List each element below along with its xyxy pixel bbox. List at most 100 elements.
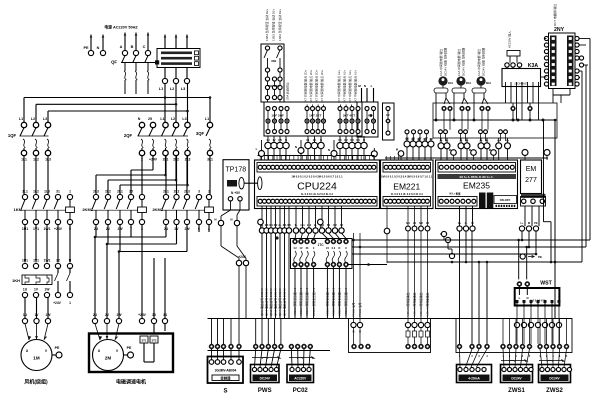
svg-text:1L1: 1L1 <box>22 190 28 194</box>
svg-text:1U1: 1U1 <box>22 259 28 263</box>
svg-text:33: 33 <box>152 313 156 317</box>
svg-text:L1: L1 <box>160 117 164 121</box>
svg-text:L: L <box>256 147 258 151</box>
svg-text:K4: K4 <box>356 139 360 142</box>
svg-text:RA A+ A- RB B+ B- RC C+ C-: RA A+ A- RB B+ B- RC C+ C- <box>460 176 494 179</box>
svg-text:277: 277 <box>525 177 537 184</box>
svg-text:1KH: 1KH <box>12 278 20 283</box>
svg-text:1V1: 1V1 <box>33 259 39 263</box>
svg-text:1QF 2QF: 1QF 2QF <box>271 114 284 118</box>
svg-text:1KT 2KT: 1KT 2KT <box>309 114 321 118</box>
svg-text:1U: 1U <box>23 287 28 291</box>
svg-text:K3: K3 <box>350 139 354 142</box>
svg-text:+24V: +24V <box>238 255 246 259</box>
svg-text:B: B <box>131 45 134 49</box>
svg-text:WST: WST <box>540 281 552 287</box>
svg-text:M: M <box>449 148 451 152</box>
svg-text:4-20mA: 4-20mA <box>468 377 480 381</box>
svg-text:N: N <box>295 145 297 149</box>
svg-text:RT: RT <box>368 114 372 118</box>
svg-text:Q0.0 输出信号 DC24V: Q0.0 输出信号 DC24V <box>260 288 264 316</box>
svg-text:EM235: EM235 <box>463 181 490 191</box>
svg-text:M L+ 配置: M L+ 配置 <box>450 192 462 196</box>
svg-text:N +5V: N +5V <box>231 191 241 195</box>
svg-text:AC36V 照明变压器 6.3: AC36V 照明变压器 6.3 <box>332 287 336 316</box>
svg-text:L: L <box>371 84 373 88</box>
svg-text:0.1: 0.1 <box>269 223 273 227</box>
svg-text:N: N <box>526 296 528 300</box>
svg-text:1L: 1L <box>260 223 263 227</box>
svg-text:1: 1 <box>539 355 541 358</box>
svg-text:ON-OFF: ON-OFF <box>500 198 511 202</box>
svg-text:2: 2 <box>471 355 473 358</box>
svg-text:25: 25 <box>148 117 152 121</box>
svg-text:Q0.4 输出信号 DC24V: Q0.4 输出信号 DC24V <box>278 288 282 316</box>
svg-text:1W: 1W <box>45 287 51 291</box>
svg-text:PE: PE <box>127 346 132 350</box>
svg-text:3T1: 3T1 <box>142 338 147 342</box>
svg-text:N: N <box>328 148 330 152</box>
svg-text:L+: L+ <box>520 221 524 225</box>
svg-text:1KT 时间继电器 触点 2D+: 1KT 时间继电器 触点 2D+ <box>303 69 308 103</box>
svg-text:1SB 2SB: 1SB 2SB <box>268 84 280 88</box>
svg-text:L3: L3 <box>43 117 47 121</box>
svg-text:OUT 电磁阀 输出: OUT 电磁阀 输出 <box>552 4 557 26</box>
svg-text:DC24V 线圈 控制回路: DC24V 线圈 控制回路 <box>460 48 465 76</box>
svg-text:ZWS1: ZWS1 <box>508 388 525 394</box>
svg-text:A: A <box>120 45 123 49</box>
svg-text:N: N <box>97 46 100 50</box>
svg-text:TP178: TP178 <box>225 166 246 173</box>
svg-text:F2: F2 <box>313 139 317 142</box>
svg-text:5: 5 <box>529 355 531 358</box>
svg-text:2SA 启动/停止: 2SA 启动/停止 <box>286 82 290 100</box>
svg-text:PE: PE <box>534 221 538 225</box>
svg-text:L3: L3 <box>182 117 186 121</box>
svg-text:1U: 1U <box>23 313 28 317</box>
svg-text:3KA: 3KA <box>486 81 491 85</box>
svg-text:V: V <box>45 349 48 353</box>
svg-text:2L1: 2L1 <box>320 223 325 227</box>
svg-text:4: 4 <box>522 355 524 358</box>
svg-text:K3A: K3A <box>528 63 539 69</box>
svg-text:0.4: 0.4 <box>283 223 287 227</box>
svg-text:1L2: 1L2 <box>307 223 312 227</box>
svg-text:2NY: 2NY <box>554 27 565 33</box>
svg-text:1U: 1U <box>266 139 269 142</box>
svg-text:L3: L3 <box>181 87 185 91</box>
svg-text:+24V: +24V <box>53 301 62 305</box>
svg-text:N: N <box>364 84 366 88</box>
svg-text:4: 4 <box>486 355 488 358</box>
svg-text:N: N <box>230 218 232 222</box>
svg-text:1V: 1V <box>34 313 39 317</box>
svg-text:Q0.3 输出信号 DC24V: Q0.3 输出信号 DC24V <box>274 288 278 316</box>
svg-text:25: 25 <box>129 190 133 194</box>
svg-text:1SB2 急停按钮 启动 D2+: 1SB2 急停按钮 启动 D2+ <box>271 8 276 41</box>
svg-text:1L2: 1L2 <box>33 190 39 194</box>
svg-text:1KA 中间继电器 输出: 1KA 中间继电器 输出 <box>456 49 461 76</box>
svg-text:V2: V2 <box>426 221 430 225</box>
svg-text:AC220V: AC220V <box>294 377 307 381</box>
svg-text:2L2: 2L2 <box>174 190 180 194</box>
svg-text:32: 32 <box>56 259 60 263</box>
svg-text:QF: QF <box>111 60 117 65</box>
svg-text:1KT 时间继电器 触点 2D+: 1KT 时间继电器 触点 2D+ <box>319 69 324 103</box>
svg-text:3SB: 3SB <box>271 59 276 63</box>
svg-text:1V: 1V <box>272 139 275 142</box>
svg-text:F1: F1 <box>307 139 311 142</box>
svg-text:3: 3 <box>515 355 517 358</box>
svg-text:2V: 2V <box>105 313 110 317</box>
svg-text:AC220V 输入: AC220V 输入 <box>508 31 512 48</box>
svg-text:1U: 1U <box>412 138 415 140</box>
svg-text:V: V <box>116 349 119 353</box>
svg-text:3: 3 <box>478 355 480 358</box>
svg-text:1U: 1U <box>419 138 422 140</box>
svg-text:L2: L2 <box>31 117 35 121</box>
svg-text:PWS: PWS <box>258 388 272 394</box>
svg-text:R: R <box>359 330 361 334</box>
svg-text:2KA: 2KA <box>466 81 471 85</box>
svg-text:PC02: PC02 <box>293 388 309 394</box>
svg-text:2M: 2M <box>105 356 112 361</box>
svg-text:5: 5 <box>566 355 568 358</box>
svg-text:AC36V 照明变压器 6.3: AC36V 照明变压器 6.3 <box>344 287 348 316</box>
svg-text:PE: PE <box>538 255 542 259</box>
